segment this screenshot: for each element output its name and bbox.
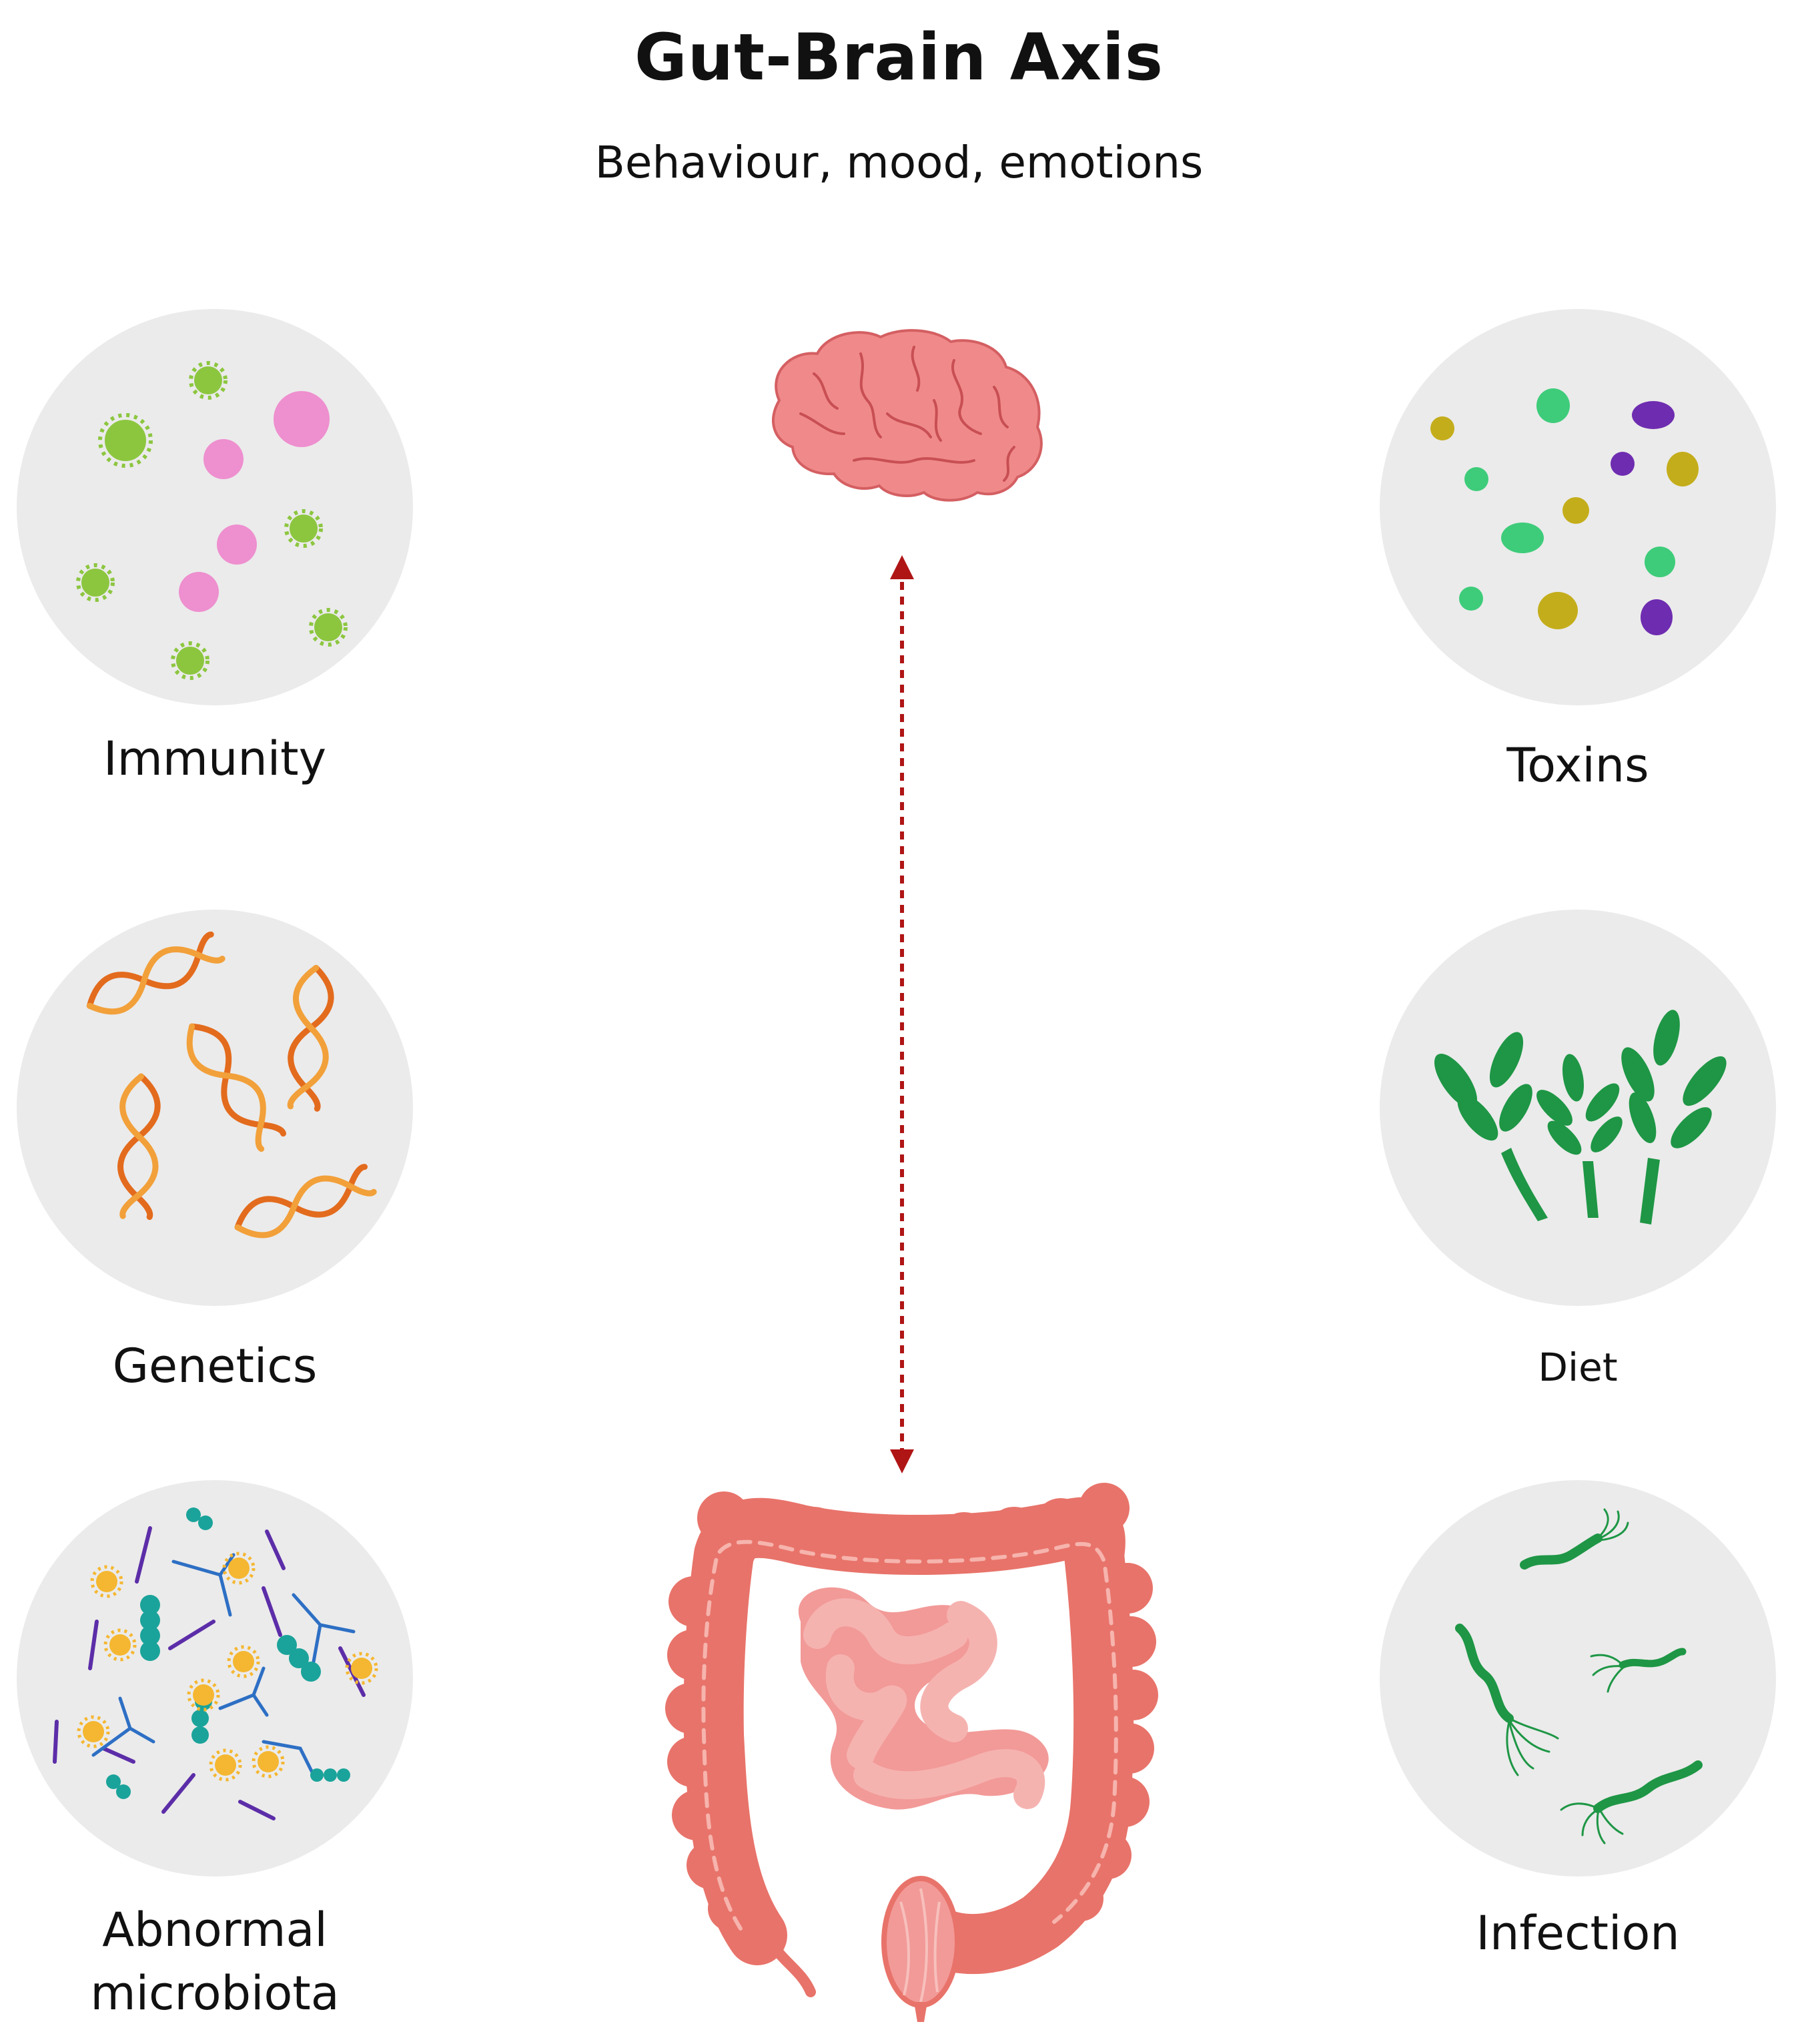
dna-helix-icon (86, 931, 377, 1239)
microbiota-label-line1: Abnormal (102, 1903, 328, 1957)
toxins-circle (1380, 309, 1776, 705)
genetics-circle (17, 910, 413, 1306)
spiral-bacteria-icon (1455, 1508, 1703, 1844)
diagram-title: Gut-Brain Axis (634, 20, 1164, 95)
infection-label: Infection (1476, 1906, 1680, 1961)
brain-icon (772, 329, 1043, 502)
diet-circle (1380, 910, 1776, 1306)
immunity-circle (17, 309, 413, 705)
bacteria-mix-icon (53, 1507, 378, 1820)
toxins-label: Toxins (1506, 738, 1649, 793)
immunity-label: Immunity (103, 731, 327, 786)
diet-label: Diet (1538, 1345, 1618, 1390)
intestine-icon (665, 1483, 1158, 2022)
microbiota-label-line2: microbiota (90, 1965, 340, 2021)
wheat-plant-icon (1434, 1010, 1727, 1225)
immune-cells-icon (76, 361, 348, 680)
microbiota-circle (17, 1480, 413, 1877)
infection-circle (1380, 1480, 1776, 1877)
diagram-subtitle: Behaviour, mood, emotions (594, 137, 1204, 188)
toxin-particles-icon (1430, 388, 1699, 635)
genetics-label: Genetics (112, 1339, 318, 1393)
microbiota-label: Abnormal microbiota (15, 1899, 415, 2025)
